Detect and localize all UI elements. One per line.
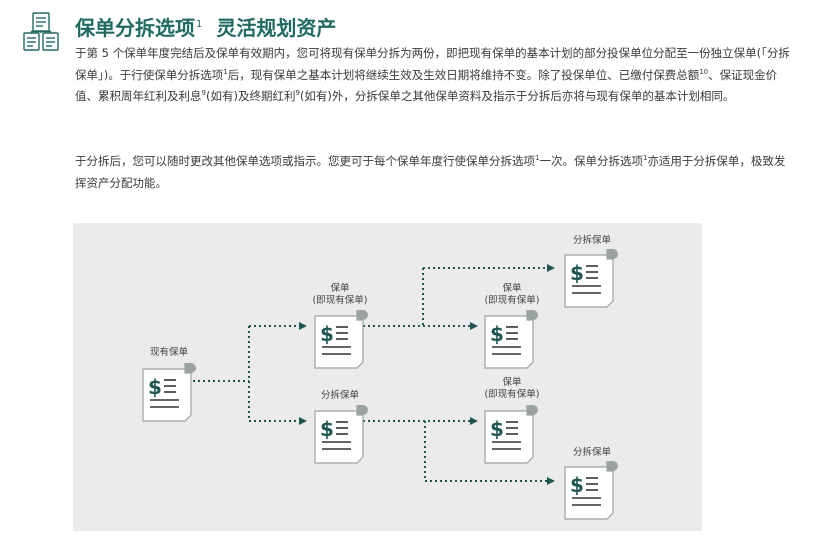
detail-paragraph: 于分拆后，您可以随时更改其他保单选项或指示。您更可于每个保单年度行使保单分拆选项…: [75, 151, 795, 194]
document-list-icon: [23, 12, 59, 51]
label-policy-a: 保单 (即现有保单): [313, 283, 368, 307]
svg-text:$: $: [148, 375, 162, 399]
dollar-document-icon: $: [139, 361, 197, 425]
svg-text:$: $: [490, 322, 504, 346]
label-split-top: 分拆保单: [572, 235, 612, 246]
title-subtitle: 灵活规划资产: [216, 16, 337, 40]
page-title: 保单分拆选项1 灵活规划资产: [75, 12, 336, 41]
label-policy-b-line2: (即现有保单): [484, 295, 540, 306]
dollar-document-icon: $: [561, 459, 619, 523]
label-existing-policy: 现有保单: [149, 347, 189, 358]
p2-text-3: 亦适用于分拆保单，极致发挥资产分配功能。: [75, 154, 786, 190]
title-main: 保单分拆选项: [75, 16, 195, 40]
dollar-document-icon: $: [561, 247, 619, 311]
p1-text-4: (如有)及终期红利: [205, 89, 296, 103]
p2-text-2: 一次。保单分拆选项: [539, 154, 643, 168]
svg-text:$: $: [490, 417, 504, 441]
svg-text:$: $: [320, 417, 334, 441]
p1-footnote-3: 9: [201, 89, 206, 98]
policy-split-diagram: 现有保单 保单 (即现有保单) 分拆保单 分拆保单 保单 (即现有保单) 保单 …: [73, 223, 702, 531]
label-policy-c: 保单 (即现有保单): [485, 377, 540, 401]
label-policy-a-line1: 保单: [330, 283, 350, 294]
title-footnote: 1: [196, 19, 203, 31]
dollar-document-icon: $: [311, 403, 369, 467]
dollar-document-icon: $: [481, 308, 539, 372]
svg-text:$: $: [570, 261, 584, 285]
p1-text-2: 后，现有保单之基本计划将继续生效及生效日期将维持不变。除了投保单位、已缴付保费总…: [227, 67, 700, 82]
connector-lines: [193, 264, 555, 485]
svg-text:$: $: [570, 473, 584, 497]
label-split-bottom: 分拆保单: [572, 447, 612, 458]
p2-text-1: 于分拆后，您可以随时更改其他保单选项或指示。您更可于每个保单年度行使保单分拆选项: [75, 154, 535, 168]
p1-text-1: 于第 5 个保单年度完结后及保单有效期内，您可将现有保单分拆为两份，即把现有保单…: [75, 46, 790, 82]
p1-footnote-2: 10: [699, 67, 709, 76]
label-policy-c-line1: 保单: [502, 377, 522, 388]
svg-text:$: $: [320, 322, 334, 346]
p2-footnote-2: 1: [642, 154, 648, 163]
p1-footnote-4: 9: [295, 89, 300, 98]
label-policy-b: 保单 (即现有保单): [485, 283, 540, 307]
dollar-document-icon: $: [481, 403, 539, 467]
label-split-a: 分拆保单: [320, 390, 360, 401]
p1-text-5: (如有)外，分拆保单之其他保单资料及指示于分拆后亦将与现有保单的基本计划相同。: [299, 89, 735, 103]
p2-footnote-1: 1: [535, 154, 540, 163]
p1-text-3: 、保证现金价值、累积周年红利及利息: [75, 67, 778, 104]
intro-paragraph: 于第 5 个保单年度完结后及保单有效期内，您可将现有保单分拆为两份，即把现有保单…: [75, 43, 795, 108]
label-policy-a-line2: (即现有保单): [312, 295, 368, 306]
label-policy-b-line1: 保单: [502, 283, 522, 294]
label-policy-c-line2: (即现有保单): [484, 389, 540, 400]
dollar-document-icon: $: [311, 308, 369, 372]
p1-footnote-1: 1: [223, 67, 228, 76]
